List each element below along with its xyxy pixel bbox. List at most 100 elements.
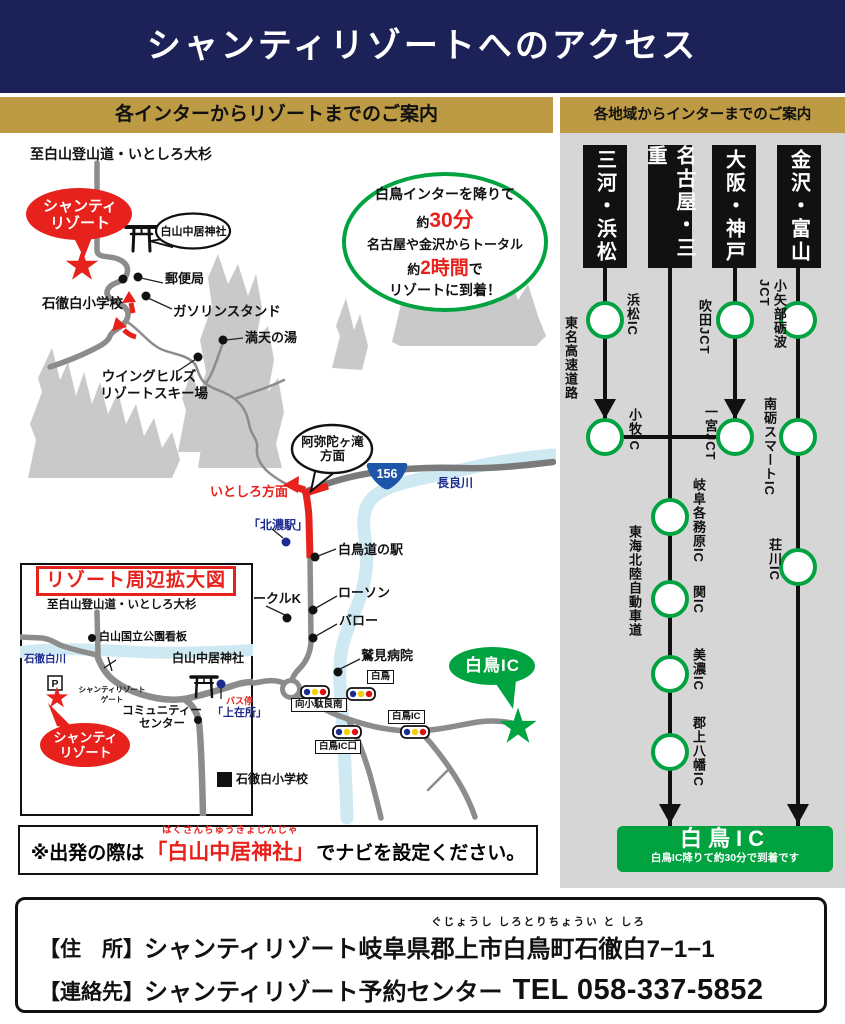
- signal-label-shirotori-ic-guchi: 白鳥IC口: [315, 740, 362, 755]
- label-nanto-smart-ic: 南砺スマートIC: [761, 397, 777, 496]
- nagara-river-label: 長良川: [437, 476, 474, 490]
- gas-station-label: ガソリンスタンド: [173, 304, 281, 319]
- node-mino-ic: [651, 655, 689, 693]
- shirotori-ic-star-icon: [499, 707, 537, 743]
- flow-line-col4: [796, 268, 800, 826]
- flow-line-col1: [603, 268, 607, 420]
- navigation-note: ※出発の際は はくさんちゅうきょじんじゃ 「白山中居神社」 でナビを設定ください…: [18, 825, 538, 875]
- travel-time-bubble: 白鳥インターを降りて 約30分 名古屋や金沢からトータル 約2時間で リゾートに…: [342, 172, 548, 312]
- kitano-station-pin: [281, 537, 291, 547]
- note-prefix: ※出発の際は: [30, 843, 145, 864]
- valor-label: バロー: [339, 613, 379, 628]
- arrow-down-icon: [724, 399, 746, 419]
- flow-origin-kanazawa-toyama: 金沢・富山: [777, 145, 821, 268]
- goal-shirotori-ic: 白鳥IC 白鳥IC降りて約30分で到着です: [617, 826, 833, 872]
- node-gifu-kakamigahara-ic: [651, 498, 689, 536]
- signal-label-mukaikodara: 向小駄良南: [291, 698, 347, 713]
- park-sign-label: 白山国立公園看板: [99, 631, 187, 643]
- manten-no-yu-label: 満天の湯: [245, 330, 298, 345]
- inset-title: リゾート周辺拡大図: [36, 566, 237, 596]
- shirotori-ic-balloon-label: 白鳥IC: [465, 656, 520, 675]
- lawson-label: ローソン: [338, 585, 391, 600]
- contact-line: 【連絡先】 シャンティリゾート予約センター TEL 058-337-5852: [39, 974, 764, 1006]
- arrow-down-icon: [659, 804, 681, 824]
- amida-falls-label: 阿弥陀ヶ滝 方面: [301, 435, 364, 464]
- label-gifu-kakamigahara-ic: 岐阜各務原IC: [690, 478, 706, 563]
- inset-shrine-label: 白山中居神社: [172, 651, 245, 665]
- sumi-hospital-label: 鷲見病院: [361, 648, 414, 663]
- poi-markers: [118, 272, 361, 677]
- hakusan-shrine-label: 白山中居神社: [160, 226, 227, 238]
- flow-origin-osaka-kobe: 大阪・神戸: [712, 145, 756, 268]
- shirotori-ic-balloon-shape: [449, 647, 537, 743]
- shrine-balloon-shape: [149, 212, 232, 250]
- node-shokawa-ic: [779, 548, 817, 586]
- park-sign-dot: [88, 634, 96, 642]
- label-oyabe-tonami-jct: 小矢部砺波JCT: [756, 279, 787, 349]
- address-ruby: ぐじょうし しろとりちょうい と しろ 郡上市白鳥町石徹白: [430, 916, 647, 963]
- wing-hills-label: ウイングヒルズ リゾートスキー場: [100, 369, 208, 401]
- resort-star-icon: [65, 249, 99, 280]
- inset-torii-icon: [189, 675, 219, 699]
- itoshiro-river-label: 石徹白川: [24, 653, 66, 665]
- roads: [47, 160, 556, 821]
- flow-origin-nagoya-mie: 名古屋・三重: [644, 145, 695, 268]
- goal-note: 白鳥IC降りて約30分で到着です: [650, 852, 800, 864]
- bus-stop-pin: [216, 679, 226, 689]
- inset-resort-balloon-label: シャンティ リゾート: [53, 730, 118, 760]
- road-map-graphic: 156: [26, 160, 556, 825]
- node-gujo-hachiman-ic: [651, 733, 689, 771]
- signal-label-shirotori-ic: 白鳥IC: [388, 710, 425, 725]
- contact-label: 【連絡先】: [39, 981, 144, 1004]
- node-suita-jct: [716, 301, 754, 339]
- label-mino-ic: 美濃IC: [690, 648, 706, 691]
- label-ichinomiya-jct: 一宮JCT: [702, 405, 718, 461]
- svg-text:P: P: [51, 678, 58, 690]
- inset-resort-balloon-shape: [40, 703, 130, 767]
- red-route: [112, 291, 330, 559]
- label-suita-jct: 吹田JCT: [696, 299, 712, 355]
- goal-name: 白鳥IC: [679, 826, 770, 851]
- page-title: シャンティリゾートへのアクセス: [0, 0, 845, 93]
- node-nanto-smart-ic: [779, 418, 817, 456]
- node-seki-ic: [651, 580, 689, 618]
- label-hamamatsu-ic: 浜松IC: [624, 293, 640, 336]
- inset-school-square: [217, 772, 232, 787]
- bus-stop-prefix-label: バス停: [226, 696, 254, 706]
- address-line: 【住 所】 シャンティリゾート岐阜県 ぐじょうし しろとりちょうい と しろ 郡…: [39, 916, 715, 963]
- node-oyabe-tonami-jct: [779, 301, 817, 339]
- inset-school-label: 石徹白小学校: [236, 772, 309, 786]
- phone-number: TEL 058-337-5852: [512, 974, 764, 1006]
- note-suffix: でナビを設定ください。: [316, 843, 526, 864]
- node-komaki-ic: [586, 418, 624, 456]
- label-tomei-expressway: 東名高速道路: [562, 316, 578, 400]
- label-seki-ic: 関IC: [690, 585, 706, 614]
- node-ichinomiya-jct: [716, 418, 754, 456]
- flow-line-col3: [733, 268, 737, 420]
- right-section-heading: 各地域からインターまでのご案内: [560, 97, 845, 133]
- bus-stop-name-label: 「上在所」: [212, 707, 267, 719]
- post-office-label: 郵便局: [165, 271, 205, 286]
- address-label: 【住 所】: [39, 938, 144, 961]
- flow-line-col2: [668, 268, 672, 826]
- left-section-heading: 各インターからリゾートまでのご案内: [0, 97, 553, 133]
- arrow-down-icon: [594, 399, 616, 419]
- circle-k-label: サークルK: [240, 591, 301, 606]
- node-hamamatsu-ic: [586, 301, 624, 339]
- to-hakusan-trail-label: 至白山登山道・いとしろ大杉: [30, 146, 212, 162]
- torii-icon: [124, 225, 159, 253]
- inset-map-graphic: P: [20, 609, 253, 816]
- signal-label-shirotori: 白鳥: [367, 670, 395, 685]
- itoshiro-school-label: 石徹白小学校: [42, 296, 123, 311]
- label-tokai-hokuriku-expressway: 東海北陸自動車道: [626, 525, 642, 637]
- community-center-dot: [194, 716, 202, 724]
- itoshiro-direction-label: いとしろ方面: [210, 484, 289, 499]
- arrow-down-icon: [787, 804, 809, 824]
- kitano-station-label: 「北濃駅」: [248, 518, 309, 532]
- note-shrine-ruby: はくさんちゅうきょじんじゃ 「白山中居神社」: [146, 825, 315, 864]
- region-flowchart: 三河・浜松 名古屋・三重 大阪・神戸 金沢・富山 浜松IC 東名高速道路 小牧I…: [560, 133, 845, 888]
- inset-gate-mark: [103, 656, 117, 672]
- contact-info-box: 【住 所】 シャンティリゾート岐阜県 ぐじょうし しろとりちょうい と しろ 郡…: [15, 897, 827, 1013]
- amida-balloon-shape: [290, 423, 374, 494]
